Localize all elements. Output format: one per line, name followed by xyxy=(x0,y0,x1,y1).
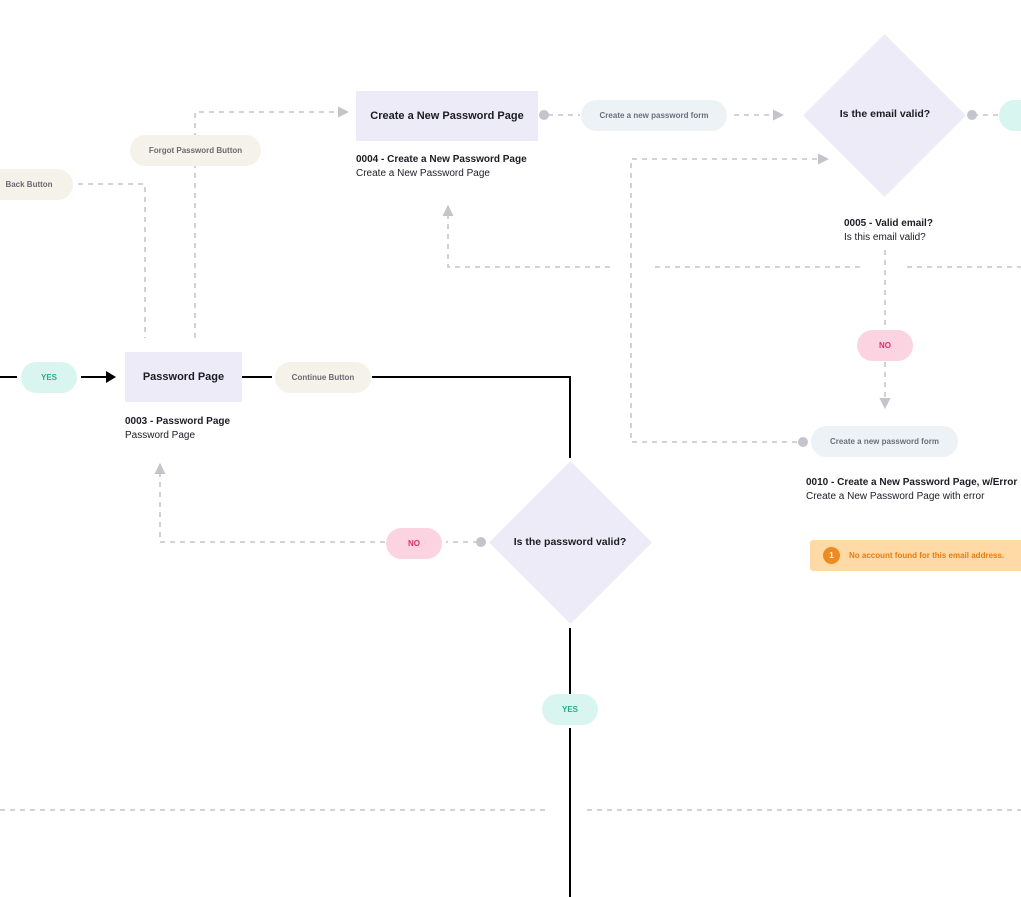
arrowhead-password-page xyxy=(106,371,116,383)
caption-0010-subtitle: Create a New Password Page with error xyxy=(806,490,985,502)
caption-0003-title: 0003 - Password Page xyxy=(125,416,231,427)
create-password-form-bottom[interactable]: Create a new password form xyxy=(811,426,958,457)
connector-dot-create xyxy=(539,110,549,120)
alert-count-icon: 1 xyxy=(823,547,840,564)
connector-error-form-to-email xyxy=(630,153,830,443)
caption-0005-title: 0005 - Valid email? xyxy=(844,218,933,229)
caption-0003-subtitle: Password Page xyxy=(125,429,196,441)
connector-back-button xyxy=(78,183,146,338)
caption-0004-title: 0004 - Create a New Password Page xyxy=(356,154,527,165)
yes-branch-left: YES xyxy=(21,362,77,393)
caption-0004-subtitle: Create a New Password Page xyxy=(356,167,490,179)
caption-0003: 0003 - Password Page Password Page xyxy=(125,415,230,442)
caption-0010: 0010 - Create a New Password Page, w/Err… xyxy=(806,476,1017,503)
connector-dot-error-form xyxy=(798,437,808,447)
error-alert: 1 No account found for this email addres… xyxy=(810,540,1021,571)
connector-dot-email xyxy=(967,110,977,120)
email-valid-label: Is the email valid? xyxy=(839,108,931,120)
no-branch-password: NO xyxy=(386,528,442,559)
connector-password-no-return xyxy=(154,462,385,543)
caption-0010-title: 0010 - Create a New Password Page, w/Err… xyxy=(806,477,1018,488)
yes-branch-password: YES xyxy=(542,694,598,725)
caption-0004: 0004 - Create a New Password Page Create… xyxy=(356,153,527,180)
alert-message: No account found for this email address. xyxy=(849,551,1005,560)
yes-branch-email-partial xyxy=(999,100,1021,131)
forgot-password-button[interactable]: Forgot Password Button xyxy=(130,135,261,166)
continue-button[interactable]: Continue Button xyxy=(275,362,371,393)
password-page-node[interactable]: Password Page xyxy=(125,352,242,402)
connector-continue-to-decision xyxy=(372,376,571,458)
caption-0005-subtitle: Is this email valid? xyxy=(844,231,926,243)
connector-dot-password-decision xyxy=(476,537,486,547)
no-branch-email: NO xyxy=(857,330,913,361)
password-valid-label: Is the password valid? xyxy=(513,536,627,548)
connector-return-row xyxy=(442,204,610,268)
back-button[interactable]: Back Button xyxy=(0,169,73,200)
create-new-password-page-node[interactable]: Create a New Password Page xyxy=(356,91,538,141)
caption-0005: 0005 - Valid email? Is this email valid? xyxy=(844,217,933,244)
create-password-form-top[interactable]: Create a new password form xyxy=(581,100,727,131)
